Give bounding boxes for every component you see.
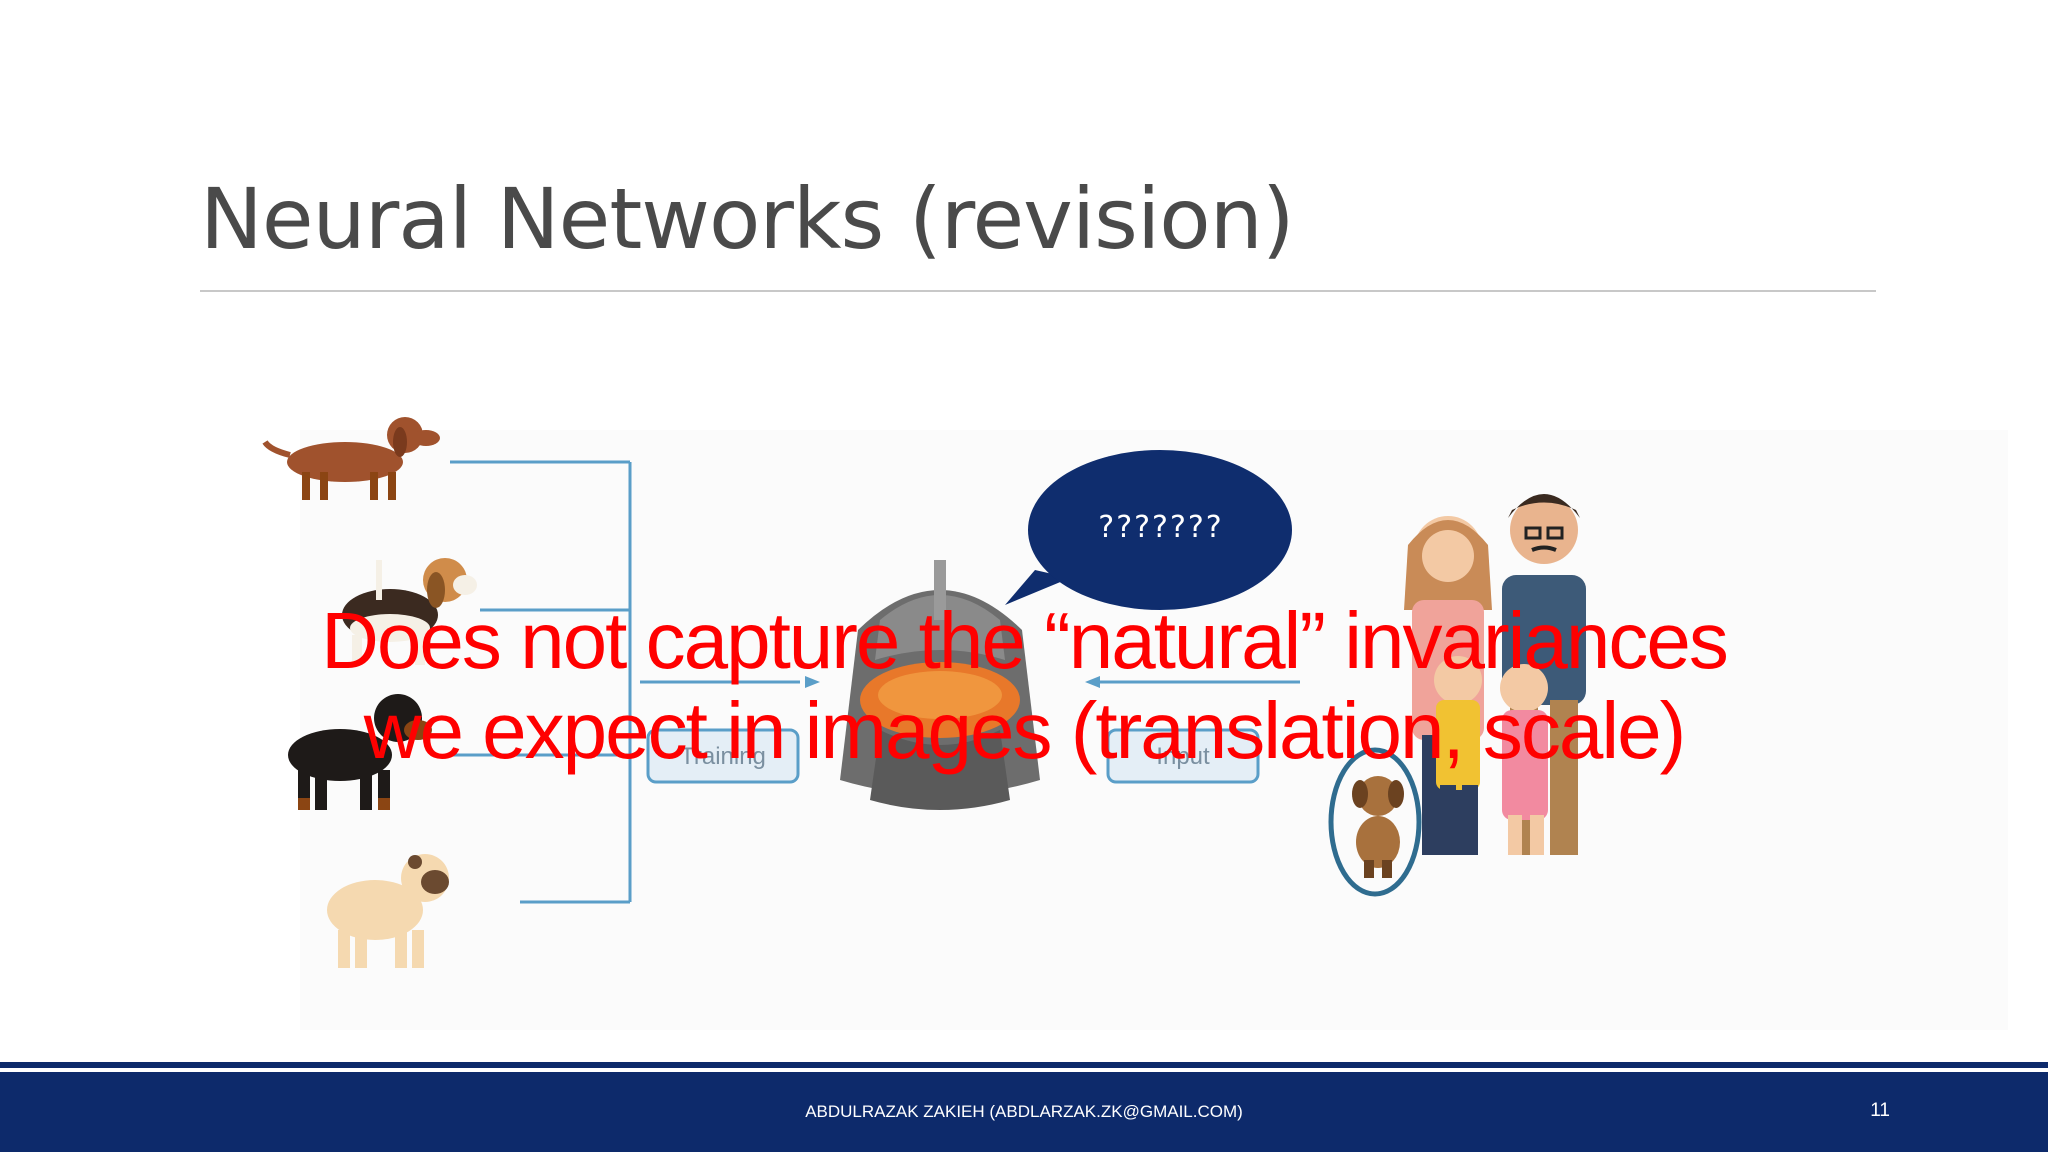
invariance-note-line-1: Does not capture the “natural” invarianc… (321, 596, 1729, 685)
input-box (1106, 728, 1260, 784)
robot-icon (840, 560, 1040, 810)
invariance-note-line-2: we expect in images (translation, scale) (363, 686, 1687, 775)
beagle-dog-icon (342, 400, 477, 665)
input-label: Input (1156, 743, 1210, 770)
speech-bubble-text: ??????? (1098, 510, 1224, 545)
training-box (646, 728, 800, 784)
rottweiler-dog-icon (288, 694, 432, 810)
slide-title: Neural Networks (revision) (200, 170, 1295, 268)
training-label: Training (680, 743, 766, 770)
small-dog-icon (1328, 747, 1422, 897)
figure-illustration: Training Input (262, 400, 2008, 1030)
pug-dog-icon (327, 854, 449, 968)
speech-bubble-icon (1005, 450, 1292, 610)
connector-lines (450, 460, 1300, 904)
training-arrow-head (805, 676, 820, 688)
input-arrow-head (1085, 676, 1100, 688)
neural-network-figure: Training Input (240, 400, 2048, 1048)
family-icon (1404, 494, 1586, 855)
invariance-note: Does not capture the “natural” invarianc… (0, 596, 2048, 776)
footer-accent-line (0, 1062, 2048, 1068)
dachshund-dog-icon (262, 417, 440, 500)
page-number: 11 (1870, 1100, 1890, 1121)
title-divider (200, 290, 1876, 292)
footer-author: ABDULRAZAK ZAKIEH (ABDLARZAK.ZK@GMAIL.CO… (805, 1102, 1243, 1121)
footer-bar (0, 1072, 2048, 1152)
